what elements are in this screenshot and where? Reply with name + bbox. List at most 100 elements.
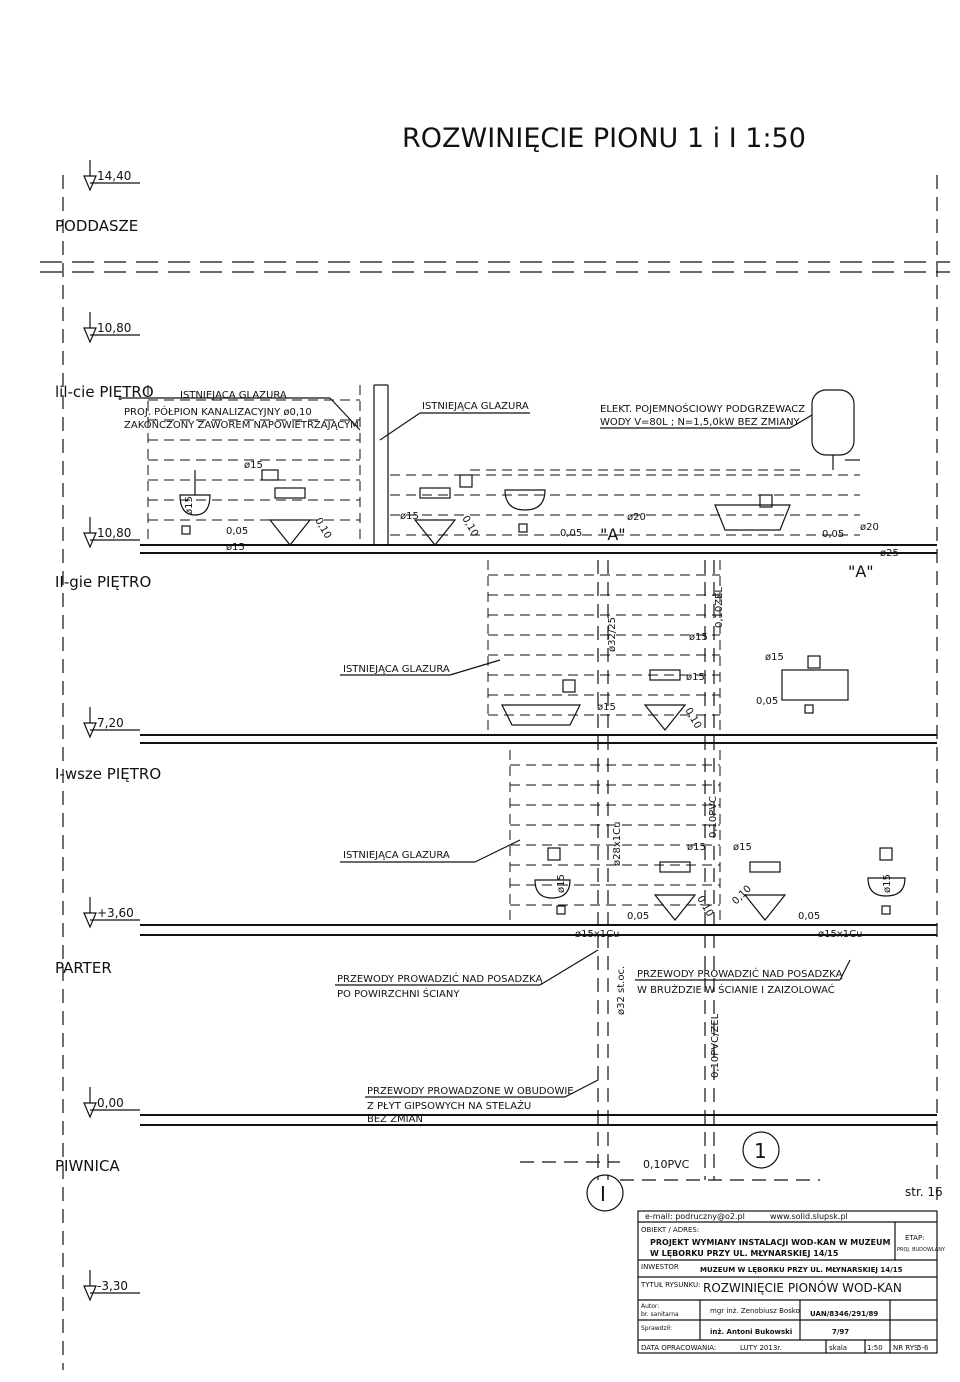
- tile-area-i: [509, 750, 721, 920]
- fixtures-ii: [501, 655, 849, 731]
- drawing-title: ROZWINIĘCIE PIONU 1 i I 1:50: [402, 123, 806, 154]
- svg-text:br. sanitarna: br. sanitarna: [641, 1311, 679, 1318]
- svg-text:0,05: 0,05: [226, 526, 248, 537]
- note-posadzka-1: PRZEWODY PROWADZIĆ NAD POSADZKĄ: [337, 972, 544, 985]
- tile-area-iii-right: [390, 474, 860, 536]
- svg-text:NR RYS:: NR RYS:: [893, 1344, 921, 1352]
- svg-text:"A": "A": [600, 525, 626, 544]
- level-name-i: I-wsze PIĘTRO: [55, 765, 161, 783]
- svg-text:0,10: 0,10: [694, 894, 715, 919]
- leader-lines: [120, 397, 851, 1098]
- riser-markers: I 1: [586, 1131, 780, 1212]
- svg-text:ø15x1Cu: ø15x1Cu: [575, 929, 619, 940]
- svg-text:0,00: 0,00: [97, 1096, 124, 1110]
- svg-text:LUTY 2013r.: LUTY 2013r.: [740, 1344, 782, 1352]
- svg-text:ø15: ø15: [244, 460, 263, 471]
- washbasin-iii-left: [179, 470, 211, 535]
- svg-text:mgr inż. Zenobiusz Bosko: mgr inż. Zenobiusz Bosko: [710, 1307, 800, 1315]
- bathtub-ii: [501, 679, 581, 726]
- svg-text:ø15: ø15: [556, 874, 567, 893]
- elevation-10-80-top: 10,80: [83, 312, 140, 344]
- svg-text:ø15: ø15: [687, 842, 706, 853]
- svg-text:ROZWINIĘCIE PIONÓW WOD-KAN: ROZWINIĘCIE PIONÓW WOD-KAN: [703, 1280, 902, 1295]
- svg-text:0,10: 0,10: [682, 706, 703, 731]
- elevation-markers: 14,40 PODDASZE 10,80 lil-cie PIĘTRO 10,8…: [55, 160, 161, 1302]
- svg-text:I: I: [600, 1182, 606, 1206]
- title-block: str. 16 e-mail: podruczny@o2.pl www.soli…: [637, 1185, 946, 1354]
- svg-text:DATA OPRACOWANIA:: DATA OPRACOWANIA:: [641, 1344, 716, 1352]
- svg-text:ø25: ø25: [880, 548, 899, 559]
- svg-text:0,05: 0,05: [798, 911, 820, 922]
- svg-text:0,05: 0,05: [627, 911, 649, 922]
- svg-text:TYTUŁ RYSUNKU:: TYTUŁ RYSUNKU:: [640, 1281, 701, 1289]
- svg-text:ø32 st.oc.: ø32 st.oc.: [616, 966, 627, 1015]
- note-heater-1: ELEKT. POJEMNOŚCIOWY PODGRZEWACZ: [600, 402, 805, 415]
- svg-text:0,10PVC: 0,10PVC: [643, 1158, 690, 1171]
- fixtures-iii: [179, 389, 860, 546]
- svg-text:inż. Antoni Bukowski: inż. Antoni Bukowski: [710, 1328, 792, 1336]
- svg-text:www.solid.slupsk.pl: www.solid.slupsk.pl: [770, 1212, 848, 1221]
- note-polpion-1: PROJ. PÓŁPION KANALIZACYJNY ø0,10: [124, 405, 312, 418]
- level-name-piwnica: PIWNICA: [55, 1157, 120, 1175]
- svg-text:MUZEUM W LĘBORKU PRZY UL. MŁYN: MUZEUM W LĘBORKU PRZY UL. MŁYNARSKIEJ 14…: [700, 1266, 903, 1274]
- sink-ii: [781, 655, 849, 714]
- water-heater: [811, 389, 860, 470]
- svg-text:0,10PVC: 0,10PVC: [708, 796, 719, 838]
- svg-text:ø32/25: ø32/25: [607, 617, 618, 652]
- svg-text:1: 1: [754, 1139, 767, 1163]
- svg-text:7,20: 7,20: [97, 716, 124, 730]
- tile-areas: [147, 385, 860, 920]
- wc-i-left: [653, 861, 697, 921]
- svg-text:e-mail: podruczny@o2.pl: e-mail: podruczny@o2.pl: [645, 1212, 745, 1221]
- svg-text:ø15: ø15: [686, 672, 705, 683]
- page-number: str. 16: [905, 1185, 943, 1199]
- svg-text:0,10ZEL: 0,10ZEL: [714, 587, 725, 628]
- svg-text:10,80: 10,80: [97, 526, 131, 540]
- svg-text:skala: skala: [829, 1344, 847, 1352]
- note-heater-2: WODY V=80L ; N=1,5,0kW BEZ ZMIANY: [600, 417, 801, 428]
- elevation-minus-3-30: -3,30: [83, 1270, 140, 1302]
- level-name-ii: II-gie PIĘTRO: [55, 573, 151, 591]
- wc-ii: [643, 669, 687, 731]
- elevation-10-80: 10,80: [83, 517, 140, 549]
- tile-area-ii: [487, 560, 721, 730]
- svg-text:5-6: 5-6: [917, 1344, 929, 1352]
- building-outline: [40, 175, 950, 1370]
- note-obudowa-2: Z PŁYT GIPSOWYCH NA STELAŻU: [367, 1099, 531, 1112]
- svg-text:ø15: ø15: [765, 652, 784, 663]
- bathtub-iii: [714, 494, 791, 531]
- note-bruzda-1: PRZEWODY PROWADZIĆ NAD POSADZKĄ: [637, 967, 844, 980]
- note-obudowa-1: PRZEWODY PROWADZONE W OBUDOWIE: [367, 1086, 574, 1097]
- elevation-7-20: 7,20: [83, 707, 140, 739]
- risers: [373, 384, 820, 1181]
- svg-text:ø15x1Cu: ø15x1Cu: [818, 929, 862, 940]
- svg-text:14,40: 14,40: [97, 169, 131, 183]
- svg-text:0,05: 0,05: [560, 528, 582, 539]
- note-bruzda-2: W BRUŹDZIE W ŚCIANIE I ZAIZOLOWAĆ: [637, 983, 835, 996]
- note-glazura-iii: ISTNIEJĄCA GLAZURA: [180, 390, 287, 401]
- svg-text:ø28x1Cu: ø28x1Cu: [612, 822, 623, 866]
- svg-text:UAN/8346/291/89: UAN/8346/291/89: [810, 1310, 878, 1318]
- note-glazura-iii-right: ISTNIEJĄCA GLAZURA: [422, 401, 529, 412]
- svg-text:Sprawdził:: Sprawdził:: [641, 1325, 672, 1332]
- svg-text:"A": "A": [848, 562, 874, 581]
- level-name-poddasze: PODDASZE: [55, 217, 138, 235]
- svg-text:1:50: 1:50: [867, 1344, 883, 1352]
- svg-text:Autor:: Autor:: [641, 1303, 659, 1310]
- svg-text:OBIEKT / ADRES:: OBIEKT / ADRES:: [641, 1226, 699, 1234]
- riser-I-marker: [586, 1174, 624, 1212]
- notes: ISTNIEJĄCA GLAZURA PROJ. PÓŁPION KANALIZ…: [124, 390, 844, 1125]
- svg-text:ø20: ø20: [627, 512, 646, 523]
- svg-text:PROJ. BUDOWLANY: PROJ. BUDOWLANY: [897, 1247, 946, 1253]
- level-name-parter: PARTER: [55, 959, 112, 977]
- fixtures-i: [534, 847, 906, 921]
- note-obudowa-3: BEZ ZMIAN: [367, 1114, 423, 1125]
- svg-text:7/97: 7/97: [832, 1328, 849, 1336]
- wc-i-right: [743, 861, 787, 921]
- svg-text:ø20: ø20: [860, 522, 879, 533]
- svg-text:0,05: 0,05: [756, 696, 778, 707]
- note-glazura-i: ISTNIEJĄCA GLAZURA: [343, 850, 450, 861]
- washbasin-i-right: [867, 847, 906, 915]
- level-name-iii: lil-cie PIĘTRO: [55, 383, 154, 401]
- svg-text:10,80: 10,80: [97, 321, 131, 335]
